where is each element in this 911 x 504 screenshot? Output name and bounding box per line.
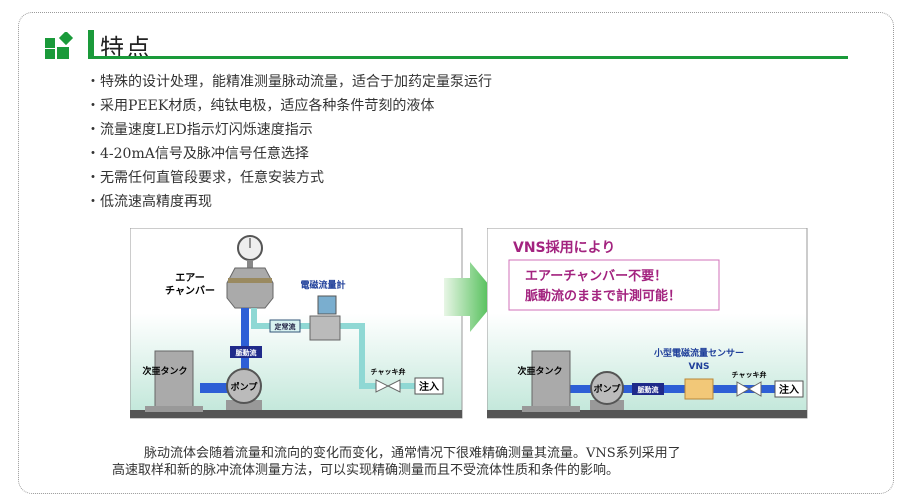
tank-label: 次亜タンク	[142, 365, 187, 377]
tank-label: 次亜タンク	[517, 365, 562, 377]
feature-item: 特殊的设计处理，能精准测量脉动流量，适合于加药定量泵运行	[86, 70, 492, 94]
title-bar	[88, 30, 94, 56]
injection-label: 注入	[419, 380, 439, 393]
vns-message: 脈動流のままで計測可能！	[525, 288, 681, 304]
vns-message: エアーチャンバー不要！	[525, 269, 667, 284]
feature-item: 流量速度LED指示灯闪烁速度指示	[86, 118, 492, 142]
arrow-right-icon	[444, 262, 499, 332]
section-logo-icon	[45, 32, 74, 59]
tank-icon	[522, 350, 580, 412]
pulsating-flow-label: 脈動流	[236, 348, 257, 357]
check-valve-label: チャッキ弁	[371, 367, 406, 376]
air-chamber-label: エアー	[175, 272, 204, 284]
vns-sensor-icon	[684, 378, 714, 400]
description-caption: 脉动流体会随着流量和流向的变化而变化，通常情况下很难精确测量其流量。VNS系列采…	[112, 445, 832, 479]
flowmeter-icon	[309, 295, 341, 341]
feature-list: 特殊的设计处理，能精准测量脉动流量，适合于加药定量泵运行 采用PEEK材质，纯钛…	[86, 70, 492, 214]
caption-line: 脉动流体会随着流量和流向的变化而变化，通常情况下很难精确测量其流量。VNS系列采…	[144, 446, 681, 461]
pump-label: ポンプ	[231, 381, 259, 393]
check-valve-icon	[736, 381, 762, 397]
check-valve-label: チャッキ弁	[732, 370, 767, 379]
steady-flow-label: 定常流	[275, 322, 296, 331]
pressure-gauge-icon	[237, 235, 263, 268]
caption-line: 高速取样和新的脉冲流体测量方法，可以实现精确测量而且不受流体性质和条件的影响。	[112, 463, 620, 478]
feature-item: 低流速高精度再现	[86, 190, 492, 214]
vns-sensor-label: VNS	[689, 362, 710, 372]
injection-label: 注入	[779, 383, 799, 396]
tank-icon	[145, 350, 203, 412]
vns-sensor-label: 小型電磁流量センサー	[653, 347, 744, 359]
feature-item: 无需任何直管段要求，任意安装方式	[86, 166, 492, 190]
pump-icon	[590, 371, 624, 410]
vns-heading: VNS採用により	[513, 239, 615, 256]
conventional-diagram: エアー チャンバー 定常流 脈動流 電磁流量計 次亜タンク ポンプ チャッキ弁 …	[130, 228, 463, 419]
air-chamber-icon	[226, 267, 274, 309]
pump-icon	[226, 368, 262, 410]
feature-item: 采用PEEK材质，纯钛电极，适应各种条件苛刻的液体	[86, 94, 492, 118]
check-valve-icon	[375, 379, 401, 393]
pulsating-flow-label: 脈動流	[638, 385, 659, 394]
feature-item: 4-20mA信号及脉冲信号任意选择	[86, 142, 492, 166]
title-underline	[88, 56, 848, 59]
vns-diagram: VNS採用により エアーチャンバー不要！ 脈動流のままで計測可能！ 次亜タンク …	[487, 228, 808, 419]
air-chamber-label: チャンバー	[165, 285, 215, 297]
pump-label: ポンプ	[594, 383, 622, 395]
content-frame	[18, 12, 894, 494]
flowmeter-label: 電磁流量計	[300, 279, 345, 291]
